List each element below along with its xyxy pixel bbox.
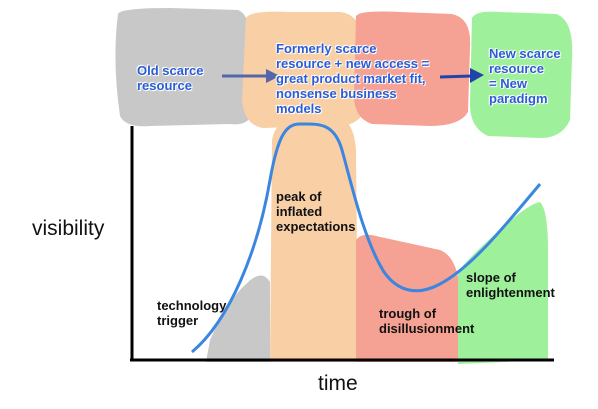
peak-label: peak of inflated expectations	[276, 189, 356, 234]
arrow-head-1	[266, 69, 280, 83]
new-resource-block	[470, 11, 573, 139]
new-resource-label: New scarce resource = New paradigm	[489, 46, 561, 106]
hype-curve	[191, 122, 542, 354]
peak-region	[270, 118, 358, 362]
slope-region	[458, 202, 548, 364]
arrow-head-2	[470, 68, 484, 83]
transition-block-red	[354, 11, 471, 126]
trough-label: trough of disillusionment	[379, 306, 475, 336]
x-axis-label: time	[318, 372, 358, 395]
transition-label: Formerly scarce resource + new access = …	[276, 41, 430, 116]
trough-region	[356, 234, 460, 362]
slope-label: slope of enlightenment	[466, 270, 555, 300]
transition-block	[242, 11, 364, 129]
arrow-transition-to-new	[439, 74, 473, 79]
trigger-region	[206, 275, 270, 362]
y-axis-label: visibility	[32, 217, 105, 240]
old-resource-block	[115, 8, 250, 127]
old-resource-label: Old scarce resource	[137, 63, 204, 93]
technology-trigger-label: technology trigger	[157, 298, 227, 328]
